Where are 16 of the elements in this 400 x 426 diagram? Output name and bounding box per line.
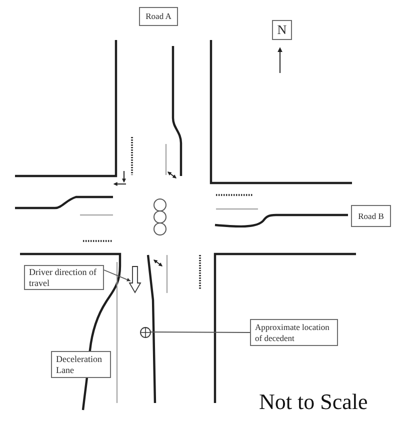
crossed-circle-icon [140, 326, 150, 338]
lane-label: Deceleration Lane [56, 354, 103, 375]
lane-label-box [51, 351, 111, 378]
road-name: Road B [357, 210, 385, 222]
callout-box [24, 265, 104, 290]
leader-line [150, 332, 250, 333]
road-name-box [351, 205, 391, 227]
road-name: Road A [144, 11, 172, 22]
road-name-box [139, 7, 178, 26]
north-label: N [277, 24, 287, 36]
callout-text: Driver direction of travel [29, 267, 98, 288]
scale-note: Not to Scale [259, 389, 368, 415]
north-label-box [272, 20, 292, 40]
leader-line [104, 270, 131, 282]
callout-box [250, 319, 338, 346]
callout-text: Approximate location of decedent [255, 322, 330, 343]
